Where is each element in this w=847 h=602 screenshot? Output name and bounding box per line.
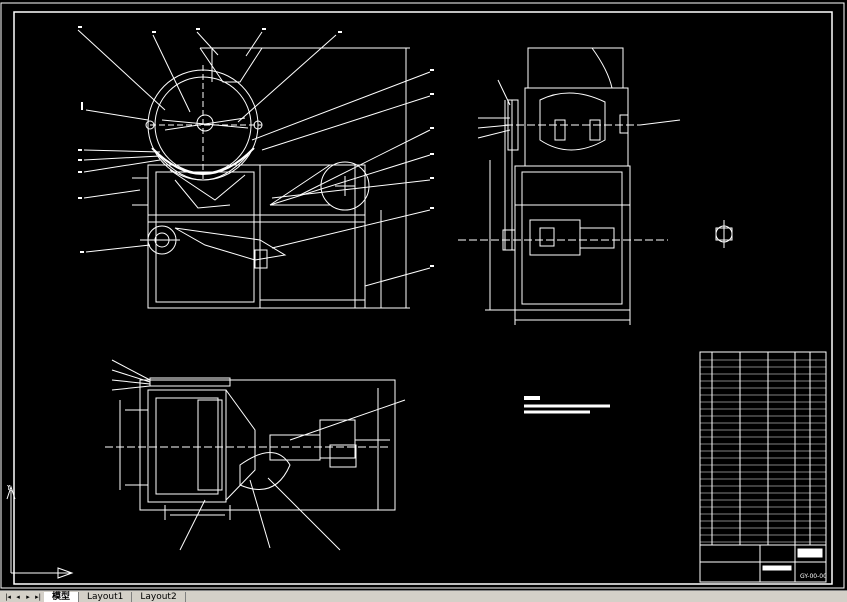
top-view (105, 359, 406, 551)
prev-tab-arrow-icon[interactable]: ◂ (16, 592, 20, 601)
tab-model[interactable]: 模型 (44, 591, 80, 602)
front-view (77, 26, 434, 309)
parts-list-table: GY-00-00 (699, 351, 827, 583)
inner-frame (13, 11, 833, 585)
table-code: GY-00-00 (800, 573, 827, 580)
tab-nav-buttons: |◂ ◂ ▸ ▸| (0, 593, 44, 601)
section-symbol (715, 220, 733, 248)
first-tab-arrow-icon[interactable]: |◂ (5, 592, 11, 601)
last-tab-arrow-icon[interactable]: ▸| (35, 592, 41, 601)
side-view (458, 47, 681, 325)
ucs-icon: X Y (6, 485, 74, 579)
layout-tab-bar: |◂ ◂ ▸ ▸| 模型 Layout1 Layout2 (0, 590, 847, 602)
tab-layout2[interactable]: Layout2 (132, 591, 186, 602)
outer-frame (0, 2, 845, 589)
ucs-y-label: Y (6, 485, 12, 493)
next-tab-arrow-icon[interactable]: ▸ (26, 592, 30, 601)
tab-layout1[interactable]: Layout1 (79, 591, 133, 602)
technical-notes (524, 396, 610, 414)
